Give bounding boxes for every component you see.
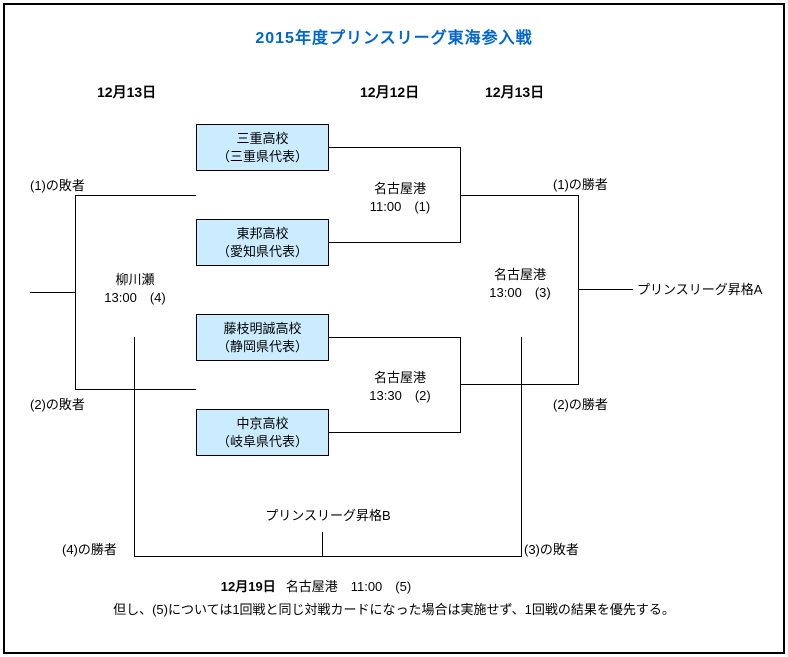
team-name: 東邦高校	[236, 225, 289, 241]
date-header-right: 12月13日	[485, 84, 545, 100]
match1-label: 名古屋港 11:00 (1)	[340, 180, 460, 216]
connector-match4-out	[30, 292, 75, 293]
team-prefecture: （愛知県代表）	[216, 243, 308, 259]
connector-match5-join	[134, 556, 522, 557]
team-prefecture: （岐阜県代表）	[216, 433, 308, 449]
team-name: 三重高校	[236, 130, 289, 146]
connector-promotion-a-out	[578, 289, 633, 290]
connector-match2-join	[460, 337, 461, 433]
match2-time: 13:30 (2)	[369, 388, 431, 403]
connector-promotion-b-out	[322, 532, 323, 556]
match1-time: 11:00 (1)	[369, 199, 431, 214]
connector-loser2-feed	[75, 389, 196, 390]
connector-team2-out	[329, 242, 460, 243]
connector-team3-out	[329, 337, 460, 338]
match5-date: 12月19日	[220, 579, 276, 594]
connector-match1-winner	[460, 195, 578, 196]
label-winner-of-1: (1)の勝者	[553, 177, 608, 192]
label-promotion-a: プリンスリーグ昇格A	[637, 282, 763, 297]
match5-label: 12月19日名古屋港 11:00 (5)	[0, 576, 632, 595]
match3-label: 名古屋港 13:00 (3)	[460, 266, 580, 302]
connector-team1-out	[329, 147, 460, 148]
team-name: 中京高校	[236, 415, 289, 431]
match4-time: 13:00 (4)	[104, 290, 166, 305]
connector-loser3-drop	[521, 337, 522, 557]
page-title: 2015年度プリンスリーグ東海参入戦	[255, 30, 533, 47]
match3-venue: 名古屋港	[493, 267, 546, 282]
label-winner-of-4: (4)の勝者	[62, 542, 117, 557]
date-header-left: 12月13日	[97, 84, 157, 100]
team-name: 藤枝明誠高校	[223, 320, 302, 336]
label-loser-of-3: (3)の敗者	[524, 542, 579, 557]
team-prefecture: （三重県代表）	[216, 148, 308, 164]
connector-match3-join	[578, 195, 579, 385]
label-winner-of-2: (2)の勝者	[553, 397, 608, 412]
connector-team4-out	[329, 432, 460, 433]
match5-detail: 名古屋港 11:00 (5)	[285, 579, 412, 594]
match4-label: 柳川瀬 13:00 (4)	[75, 271, 195, 307]
match2-label: 名古屋港 13:30 (2)	[340, 369, 460, 405]
connector-match2-winner	[460, 384, 578, 385]
team-box-fujieda-meisei: 藤枝明誠高校 （静岡県代表）	[196, 314, 329, 361]
label-promotion-b: プリンスリーグ昇格B	[265, 508, 391, 523]
team-box-toho: 東邦高校 （愛知県代表）	[196, 219, 329, 266]
match1-venue: 名古屋港	[373, 181, 426, 196]
connector-winner4-drop	[134, 337, 135, 557]
team-prefecture: （静岡県代表）	[216, 338, 308, 354]
label-loser-of-2: (2)の敗者	[30, 397, 85, 412]
footnote: 但し、(5)については1回戦と同じ対戦カードになった場合は実施せず、1回戦の結果…	[113, 602, 675, 617]
connector-loser1-feed	[75, 195, 196, 196]
team-box-chukyo: 中京高校 （岐阜県代表）	[196, 409, 329, 456]
outer-border	[3, 3, 785, 654]
match4-venue: 柳川瀬	[115, 272, 155, 287]
match3-time: 13:00 (3)	[489, 285, 551, 300]
team-box-mie: 三重高校 （三重県代表）	[196, 124, 329, 171]
connector-match4-join	[75, 195, 76, 390]
match2-venue: 名古屋港	[373, 370, 426, 385]
date-header-center: 12月12日	[360, 84, 420, 100]
label-loser-of-1: (1)の敗者	[30, 178, 85, 193]
